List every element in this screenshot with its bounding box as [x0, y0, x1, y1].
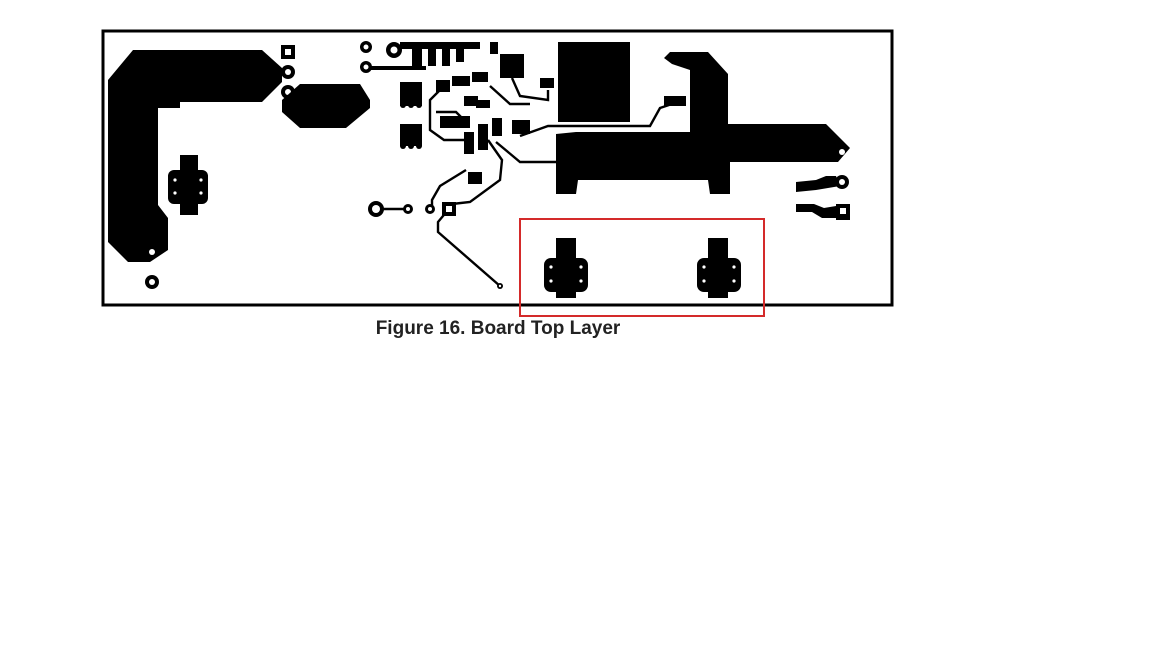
terminal-pad-1 [544, 238, 588, 298]
hex-copper-pour [282, 84, 370, 128]
left-copper-pour [108, 50, 282, 262]
figure-caption: Figure 16. Board Top Layer [375, 318, 621, 339]
left-terminal-pad [168, 155, 208, 215]
power-inductor [558, 42, 630, 122]
right-copper-pour [556, 52, 850, 194]
ic-footprints [360, 41, 554, 184]
right-small-pads [796, 175, 850, 220]
via-hole [149, 249, 155, 255]
terminal-pad-2 [697, 238, 741, 298]
highlight-box [519, 218, 765, 317]
